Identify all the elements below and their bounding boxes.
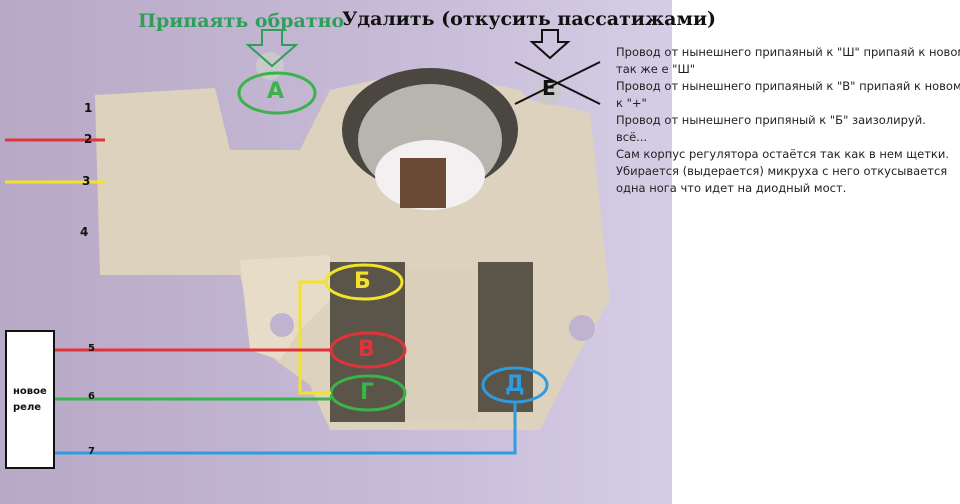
note-line: Убирается (выдерается) микруха с него от… xyxy=(616,164,948,178)
terminal-block xyxy=(330,262,405,422)
terminal-a-circle xyxy=(237,71,317,115)
wire-number-3: 3 xyxy=(82,174,91,188)
instructions-text: Провод от нынешнего припаяный к "Ш" прип… xyxy=(616,44,960,197)
housing-cover xyxy=(405,270,477,420)
note-line: Провод от нынешнего припаяный к "В" прип… xyxy=(616,79,960,93)
note-line: Провод от нынешнего припяный к "Б" заизо… xyxy=(616,113,926,127)
screw-e xyxy=(537,81,561,105)
note-line: Провод от нынешнего припаяный к "Ш" прип… xyxy=(616,45,960,59)
terminal-g-label: Г xyxy=(360,380,375,405)
terminal-a-label: А xyxy=(267,79,285,104)
arrow-down-icon xyxy=(529,29,571,60)
wire-number-5: 5 xyxy=(88,343,95,354)
note-line: к "+" xyxy=(616,96,647,110)
text-panel xyxy=(672,0,960,504)
wire-yellow-link xyxy=(298,280,331,395)
terminal-b-label: Б xyxy=(354,269,371,294)
mount-hole-right xyxy=(569,315,595,341)
new-relay-box: новое реле xyxy=(5,330,55,469)
terminal-d-label: Д xyxy=(505,372,525,397)
remove-title: Удалить (откусить пассатижами) xyxy=(342,8,717,30)
cross-line xyxy=(514,61,601,105)
wire-number-6: 6 xyxy=(88,391,95,402)
terminal-e-label: Е xyxy=(542,76,556,100)
arrow-down-icon xyxy=(245,29,299,68)
wire-number-1: 1 xyxy=(84,101,93,115)
solder-back-title: Припаять обратно xyxy=(138,10,345,32)
note-line: одна нога что идет на диодный мост. xyxy=(616,181,847,195)
wire-number-7: 7 xyxy=(88,446,95,457)
wire-number-2: 2 xyxy=(84,132,93,146)
note-line: Сам корпус регулятора остаётся так как в… xyxy=(616,147,949,161)
relay-label: новое реле xyxy=(13,386,47,413)
mount-hole xyxy=(270,313,294,337)
note-line: так же е "Ш" xyxy=(616,62,696,76)
terminal-block-right xyxy=(478,262,533,412)
brush xyxy=(400,158,446,208)
wire-7 xyxy=(55,402,517,455)
wire-number-4: 4 xyxy=(80,225,89,239)
note-line: всё... xyxy=(616,130,648,144)
terminal-v-label: В xyxy=(358,337,375,362)
